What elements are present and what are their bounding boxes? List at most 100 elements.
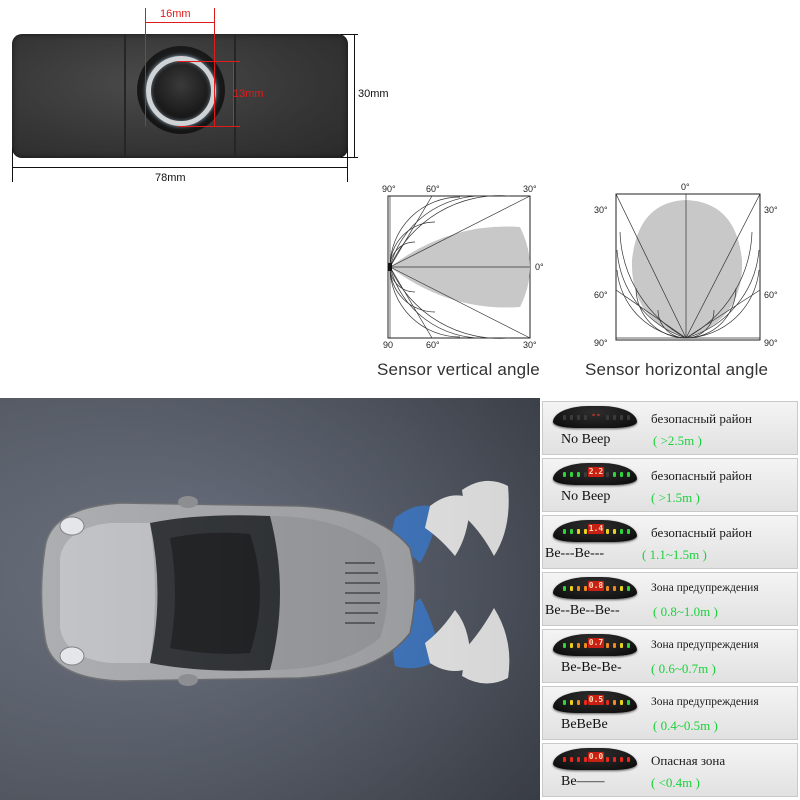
horiz-label-60-right: 60° — [764, 290, 778, 300]
display-led — [570, 529, 573, 534]
plate-seam — [234, 34, 236, 158]
parking-display: 0.0 — [553, 748, 637, 770]
parking-display: 2.2 — [553, 463, 637, 485]
display-led — [563, 757, 566, 762]
vertical-angle-caption: Sensor vertical angle — [377, 360, 540, 379]
distance-range-label: ( 1.1~1.5m ) — [642, 547, 707, 562]
beep-pattern-label: Be---Be--- — [545, 546, 605, 561]
display-led — [627, 586, 630, 591]
zone-status-label: Зона предупреждения — [651, 696, 759, 708]
display-led — [620, 529, 623, 534]
sensor-lens-ring — [146, 56, 216, 126]
display-led — [563, 700, 566, 705]
display-led — [627, 643, 630, 648]
display-led — [563, 472, 566, 477]
dimension-line — [178, 126, 240, 127]
display-led — [577, 757, 580, 762]
sensor-waves — [388, 480, 510, 684]
display-led — [577, 415, 580, 420]
zone-status-label: Зона предупреждения — [651, 582, 759, 594]
vert-label-30-bottom: 30° — [523, 340, 537, 350]
display-led — [584, 586, 587, 591]
display-led — [563, 529, 566, 534]
distance-panel: -- безопасный район No Beep ( >2.5m ) — [542, 401, 798, 455]
display-led — [606, 415, 609, 420]
display-led — [577, 472, 580, 477]
display-led — [570, 643, 573, 648]
horiz-label-0: 0° — [681, 182, 690, 192]
vert-label-90-top: 90° — [382, 184, 396, 194]
display-led — [570, 700, 573, 705]
dimension-line — [354, 34, 355, 158]
horizontal-angle-diagram: 0° 30° 30° 60° 60° 90° 90° — [594, 182, 778, 348]
beep-pattern-label: BeBeBe — [561, 717, 608, 732]
dimension-line — [145, 22, 215, 23]
horizontal-angle-caption: Sensor horizontal angle — [585, 360, 769, 379]
dimension-line — [347, 148, 348, 182]
display-led — [577, 643, 580, 648]
display-led — [570, 757, 573, 762]
car-parking-scene — [0, 398, 540, 800]
display-led — [620, 643, 623, 648]
distance-range-label: ( 0.8~1.0m ) — [653, 604, 718, 619]
display-led — [613, 586, 616, 591]
parking-display: 0.5 — [553, 691, 637, 713]
sensor-width-label: 16mm — [160, 8, 191, 20]
display-led — [627, 700, 630, 705]
display-led — [584, 643, 587, 648]
display-led — [570, 586, 573, 591]
zone-status-label: Зона предупреждения — [651, 639, 759, 651]
zone-status-label: безопасный район — [651, 411, 753, 426]
horiz-label-90-left: 90° — [594, 338, 608, 348]
parking-display: 1.4 — [553, 520, 637, 542]
beep-pattern-label: No Beep — [561, 489, 611, 504]
sensor-dimension-drawing: 16mm 13mm 30mm 78mm — [0, 0, 800, 200]
display-readout: -- — [591, 410, 601, 419]
display-led — [627, 757, 630, 762]
display-led — [584, 415, 587, 420]
horiz-label-60-left: 60° — [594, 290, 608, 300]
plate-width-label: 78mm — [155, 172, 186, 184]
vert-label-30-top: 30° — [523, 184, 537, 194]
display-led — [584, 472, 587, 477]
beep-pattern-label: Be--Be--Be-- — [545, 603, 620, 618]
display-led — [606, 757, 609, 762]
display-readout: 2.2 — [588, 467, 604, 477]
plate-seam — [124, 34, 126, 158]
display-led — [606, 529, 609, 534]
dimension-line — [145, 8, 146, 126]
parking-display: 0.8 — [553, 577, 637, 599]
dimension-line — [233, 61, 234, 127]
display-led — [577, 700, 580, 705]
display-led — [606, 472, 609, 477]
distance-range-label: ( <0.4m ) — [651, 775, 700, 790]
distance-range-label: ( >2.5m ) — [653, 433, 702, 448]
beep-pattern-label: No Beep — [561, 432, 611, 447]
display-led — [606, 700, 609, 705]
dimension-line — [214, 8, 215, 126]
display-led — [563, 586, 566, 591]
display-led — [613, 529, 616, 534]
display-readout: 0.5 — [588, 695, 604, 705]
display-readout: 0.7 — [588, 638, 604, 648]
display-led — [613, 700, 616, 705]
display-led — [613, 643, 616, 648]
display-led — [563, 643, 566, 648]
vert-label-60-top: 60° — [426, 184, 440, 194]
beep-pattern-label: Be—— — [561, 774, 605, 789]
display-led — [627, 415, 630, 420]
dimension-line — [178, 61, 240, 62]
parking-display: -- — [553, 406, 637, 428]
display-led — [613, 757, 616, 762]
dimension-line — [340, 157, 358, 158]
distance-range-label: ( 0.4~0.5m ) — [653, 718, 718, 733]
display-led — [577, 529, 580, 534]
display-readout: 1.4 — [588, 524, 604, 534]
vertical-angle-diagram: 90° 60° 30° 0° 90 60° 30° — [382, 184, 544, 350]
display-led — [563, 415, 566, 420]
dimension-line — [12, 167, 348, 168]
